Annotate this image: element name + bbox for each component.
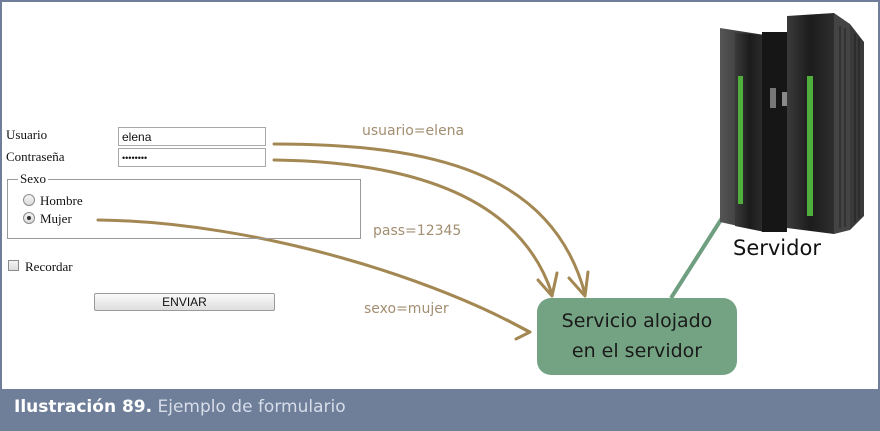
server-label: Servidor (733, 236, 821, 260)
recordar-label: Recordar (25, 259, 73, 274)
sexo-arrow (96, 218, 531, 334)
login-form: Usuario elena Contraseña •••••••• Sexo H… (2, 2, 382, 332)
figure-caption: Ilustración 89. Ejemplo de formulario (2, 389, 878, 429)
service-box: Servicio alojado en el servidor (537, 298, 737, 375)
param-usuario: usuario=elena (362, 123, 465, 139)
radio-mujer-label: Mujer (40, 211, 72, 226)
server-icon (720, 13, 864, 234)
pass-arrow-head (536, 271, 559, 298)
caption-number: Ilustración 89. (14, 397, 153, 417)
param-pass: pass=12345 (373, 223, 462, 239)
enviar-button[interactable]: ENVIAR (94, 293, 275, 311)
server-connector (669, 213, 726, 300)
recordar-checkbox[interactable] (8, 260, 19, 271)
usuario-arrow-head (567, 270, 590, 298)
caption-text: Ejemplo de formulario (157, 397, 346, 417)
service-line2: en el servidor (571, 340, 703, 362)
sexo-arrow-head (505, 318, 532, 341)
sexo-legend: Sexo (20, 171, 46, 186)
usuario-label: Usuario (6, 127, 48, 142)
service-line1: Servicio alojado (561, 310, 713, 332)
radio-mujer[interactable] (23, 212, 35, 224)
radio-hombre[interactable] (23, 194, 35, 206)
usuario-arrow (272, 142, 587, 296)
usuario-input[interactable]: elena (118, 127, 266, 146)
pass-arrow (272, 158, 554, 296)
contrasena-input[interactable]: •••••••• (118, 148, 266, 167)
radio-hombre-label: Hombre (40, 193, 83, 208)
sexo-fieldset: Sexo (7, 171, 361, 239)
param-sexo: sexo=mujer (364, 301, 449, 317)
contrasena-label: Contraseña (6, 149, 65, 164)
